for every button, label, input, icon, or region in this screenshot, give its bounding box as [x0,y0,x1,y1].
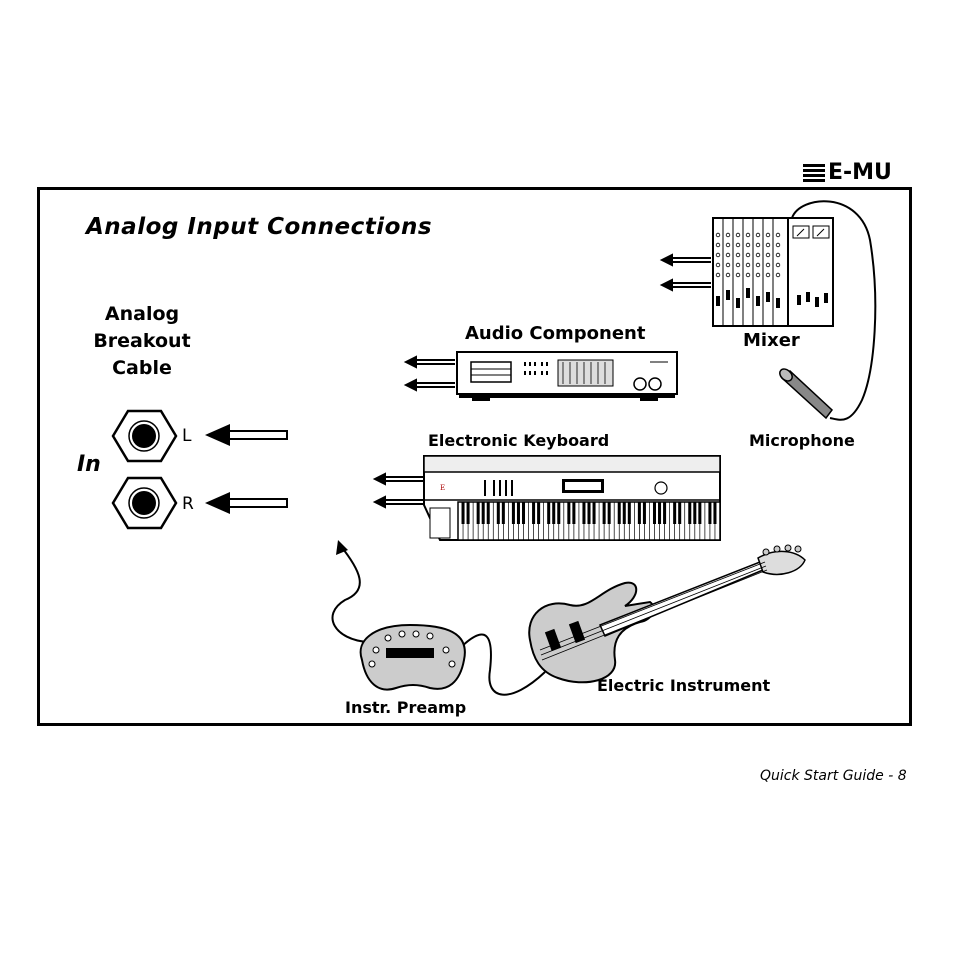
black-key [663,502,667,524]
arrow-into-right-jack-icon [205,492,288,514]
black-key [476,502,480,524]
audio-component-output-arrows-icon [403,355,455,392]
jack-left-icon [111,409,178,463]
electric-instrument-label: Electric Instrument [597,676,771,695]
keyboard-label: Electronic Keyboard [428,431,610,450]
black-key [587,502,591,524]
black-key [652,502,657,524]
page-title: Analog Input Connections [86,214,433,240]
black-key [698,502,702,524]
breakout-cable-label: Analog Breakout Cable [78,301,206,382]
black-key [521,502,526,524]
electric-bass-guitar-icon [528,544,806,684]
instrument-preamp-icon [359,623,466,691]
black-key [532,502,536,524]
black-key [552,502,556,524]
black-key [486,502,490,524]
mic-cable [791,200,877,421]
instrument-cable [457,633,546,696]
black-key [511,502,515,524]
black-key [637,502,641,524]
mixer-icon [712,217,834,327]
black-key [592,502,596,524]
black-key [673,502,677,524]
mixer-output-arrows-icon [659,253,711,292]
black-key [713,502,717,524]
preamp-output-cable [331,544,369,643]
breakout-line-1: Analog [104,303,180,325]
black-key [516,502,520,524]
black-key [501,502,505,524]
audio-component-label: Audio Component [465,323,646,344]
keyboard-output-arrows-icon [372,472,424,509]
black-key [582,502,586,524]
right-channel-label: R [182,494,194,514]
black-key [658,502,662,524]
black-key [642,502,646,524]
black-key [607,502,611,524]
black-key [688,502,692,524]
black-key [496,502,500,524]
black-key [481,502,485,524]
emu-logo-text: E-MU [828,160,892,185]
electronic-keyboard-icon: E [423,455,721,541]
black-key [537,502,541,524]
black-key [547,502,551,524]
black-key [567,502,571,524]
breakout-line-3: Cable [112,357,172,379]
audio-component-icon [456,351,678,401]
black-key [461,502,465,524]
mixer-label: Mixer [743,330,800,351]
jack-right-icon [111,476,178,530]
black-key [602,502,606,524]
in-label: In [77,452,101,477]
breakout-line-2: Breakout [93,330,191,352]
preamp-label: Instr. Preamp [345,698,467,717]
microphone-label: Microphone [749,431,855,450]
black-key [627,502,631,524]
black-key [466,502,470,524]
black-key [572,502,576,524]
microphone-icon [779,368,834,420]
left-channel-label: L [182,426,192,446]
black-key [557,502,561,524]
black-key [678,502,682,524]
black-key [708,502,712,524]
svg-text:E: E [440,484,445,492]
black-key [617,502,621,524]
emu-logo-icon [803,164,825,182]
black-key [693,502,697,524]
diagram-frame [37,187,912,726]
footer-page-label: Quick Start Guide - 8 [760,768,907,784]
black-key [622,502,626,524]
arrow-into-left-jack-icon [205,424,288,446]
